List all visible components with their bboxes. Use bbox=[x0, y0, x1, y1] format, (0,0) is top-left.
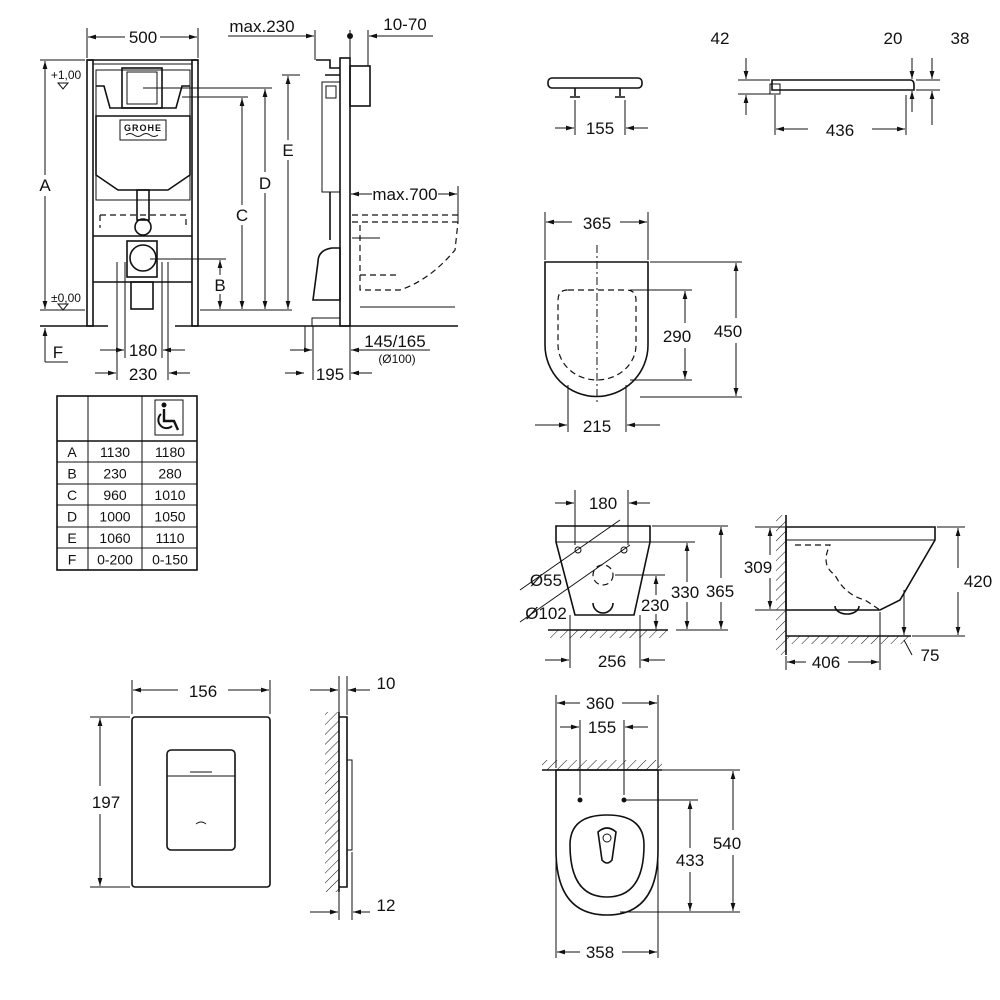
table-cell-standard: 960 bbox=[103, 487, 127, 503]
dim-bowl-330: 330 bbox=[671, 583, 699, 602]
dim-bowl-dia-55: Ø55 bbox=[530, 571, 562, 590]
dim-seat-20: 20 bbox=[884, 29, 903, 48]
table-cell-label: C bbox=[67, 487, 77, 503]
table-cell-standard: 0-200 bbox=[97, 552, 133, 568]
dim-seat-hinge-155: 155 bbox=[586, 119, 614, 138]
dim-plate-156: 156 bbox=[189, 682, 217, 701]
dim-bowl-top-358: 358 bbox=[586, 943, 614, 962]
dim-e-label: E bbox=[282, 141, 293, 160]
dim-bowl-256: 256 bbox=[598, 652, 626, 671]
table-cell-standard: 1060 bbox=[99, 530, 130, 546]
dim-seat-436: 436 bbox=[826, 121, 854, 140]
table-cell-label: D bbox=[67, 509, 77, 525]
frame-front-view: GROHE 500 +1,00 ±0,00 A B bbox=[39, 28, 458, 384]
table-cell-label: E bbox=[67, 530, 76, 546]
dim-d-label: D bbox=[259, 174, 271, 193]
dim-bowl-dia-102: Ø102 bbox=[525, 604, 567, 623]
table-cell-standard: 1130 bbox=[100, 444, 130, 460]
dim-seat-42: 42 bbox=[711, 29, 730, 48]
dim-seat-365: 365 bbox=[583, 214, 611, 233]
bowl-top-view: 360 155 433 540 358 bbox=[542, 694, 741, 962]
dim-plate-10: 10 bbox=[377, 674, 396, 693]
table-cell-accessible: 1010 bbox=[154, 487, 185, 503]
bowl-side-view: 309 420 406 75 bbox=[744, 515, 992, 672]
dim-plate-197: 197 bbox=[92, 793, 120, 812]
wheelchair-icon bbox=[154, 399, 184, 436]
dim-f-label: F bbox=[53, 343, 63, 362]
table-cell-label: A bbox=[67, 444, 77, 460]
dim-max-700: max.700 bbox=[372, 185, 437, 204]
dim-c-label: C bbox=[236, 206, 248, 225]
dim-145-165: 145/165 bbox=[364, 332, 425, 351]
dim-seat-290: 290 bbox=[663, 327, 691, 346]
table-cell-label: B bbox=[67, 466, 76, 482]
dim-bowl-top-540: 540 bbox=[713, 834, 741, 853]
table-cell-label: F bbox=[68, 552, 77, 568]
dim-a-label: A bbox=[39, 176, 51, 195]
dim-10-70: 10-70 bbox=[383, 15, 426, 34]
dim-bowl-side-406: 406 bbox=[812, 653, 840, 672]
dim-b-label: B bbox=[214, 276, 225, 295]
dim-195: 195 bbox=[316, 365, 344, 384]
table-cell-accessible: 1110 bbox=[155, 530, 184, 546]
dim-seat-38: 38 bbox=[951, 29, 970, 48]
dim-plate-12: 12 bbox=[377, 896, 396, 915]
dim-bowl-side-420: 420 bbox=[964, 572, 992, 591]
table-cell-accessible: 0-150 bbox=[152, 552, 188, 568]
dim-bowl-side-309: 309 bbox=[744, 558, 772, 577]
bowl-front-view: 180 Ø55 Ø102 230 330 365 256 bbox=[519, 490, 734, 671]
dim-bowl-top-155: 155 bbox=[588, 718, 616, 737]
dim-bowl-side-75: 75 bbox=[921, 646, 940, 665]
dim-bowl-365: 365 bbox=[706, 582, 734, 601]
grohe-logo: GROHE bbox=[124, 123, 162, 133]
level-zero: ±0,00 bbox=[51, 291, 81, 305]
table-cell-standard: 230 bbox=[103, 466, 127, 482]
dim-bowl-bolt-180: 180 bbox=[589, 494, 617, 513]
dim-seat-450: 450 bbox=[714, 322, 742, 341]
table-cell-accessible: 1180 bbox=[155, 444, 185, 460]
seat-top-view: 365 290 450 215 bbox=[535, 212, 742, 436]
dim-pipe-180: 180 bbox=[129, 341, 157, 360]
dim-bowl-230: 230 bbox=[641, 596, 669, 615]
seat-side-views: 155 42 20 38 436 bbox=[547, 29, 970, 140]
dim-bowl-top-360: 360 bbox=[586, 694, 614, 713]
dim-outlet-diameter: (Ø100) bbox=[378, 352, 415, 366]
table-cell-accessible: 280 bbox=[158, 466, 182, 482]
dim-max-230: max.230 bbox=[229, 17, 294, 36]
dim-frame-width: 500 bbox=[129, 28, 157, 47]
dim-bowl-top-433: 433 bbox=[676, 851, 704, 870]
table-cell-standard: 1000 bbox=[99, 509, 130, 525]
table-cell-accessible: 1050 bbox=[154, 509, 185, 525]
flush-plate-view: 156 197 10 12 bbox=[90, 674, 395, 920]
dim-pipe-230: 230 bbox=[129, 365, 157, 384]
dim-seat-215: 215 bbox=[583, 417, 611, 436]
level-plus-one: +1,00 bbox=[51, 68, 82, 82]
frame-side-view: max.230 10-70 max.700 145/165 (Ø100) 195 bbox=[228, 15, 459, 384]
